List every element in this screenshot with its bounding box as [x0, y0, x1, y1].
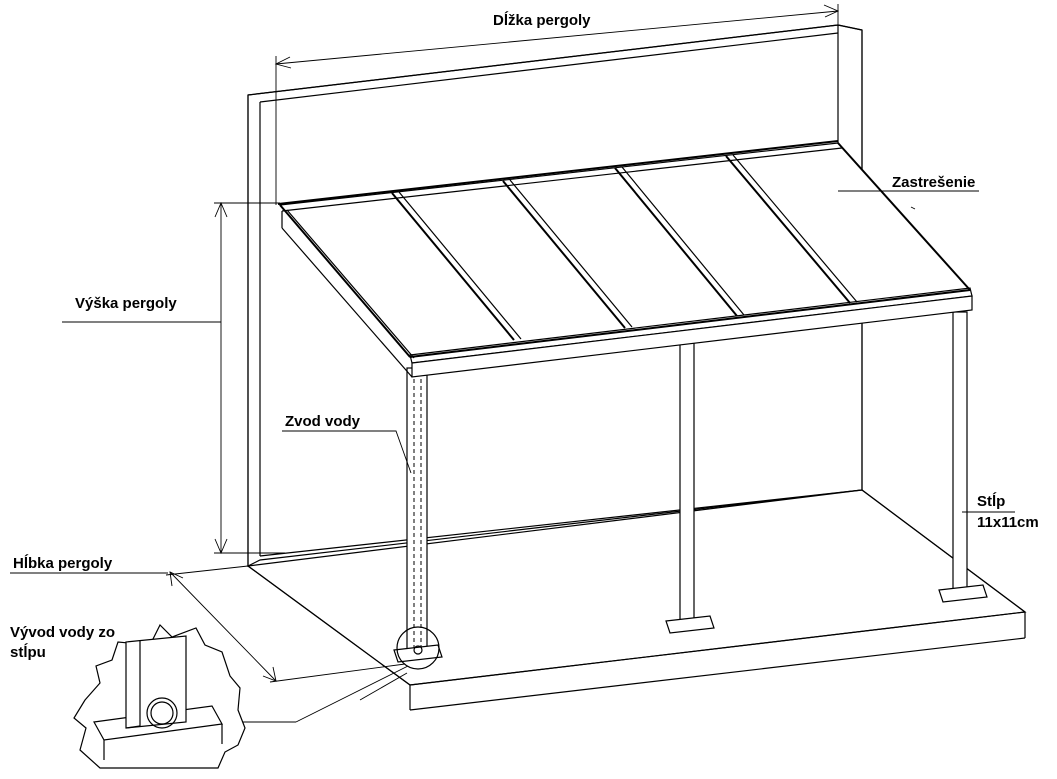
outlet-detail-circle [396, 626, 440, 670]
floor-slab [246, 489, 1027, 711]
labels: Dĺžka pergoly Zastrešenie Výška pergoly … [10, 11, 1039, 661]
front-left-post [406, 367, 428, 653]
right-post [952, 311, 968, 595]
roof-rafters [391, 154, 858, 341]
middle-post-base [665, 615, 715, 634]
outlet-detail-inset [73, 623, 246, 769]
outlet-label-line1: Vývod vody zo [10, 624, 115, 641]
outlet-label-line2: stĺpu [10, 643, 46, 661]
right-post-base [938, 584, 988, 603]
water-outlet-icon [413, 645, 423, 655]
height-label: Výška pergoly [75, 295, 177, 312]
length-label: Dĺžka pergoly [493, 11, 591, 29]
leader-lines [10, 190, 1015, 723]
post-size-label: 11x11cm [977, 514, 1039, 531]
depth-dimension [165, 565, 406, 683]
downpipe-label: Zvod vody [285, 413, 361, 430]
posts [393, 311, 988, 663]
length-dimension [274, 4, 840, 205]
post-label: Stĺp [977, 492, 1005, 510]
middle-post [679, 342, 695, 626]
roofing-label: Zastrešenie [892, 174, 975, 191]
roof [277, 140, 973, 378]
depth-label: Hĺbka pergoly [13, 554, 113, 572]
height-dimension [214, 201, 285, 555]
